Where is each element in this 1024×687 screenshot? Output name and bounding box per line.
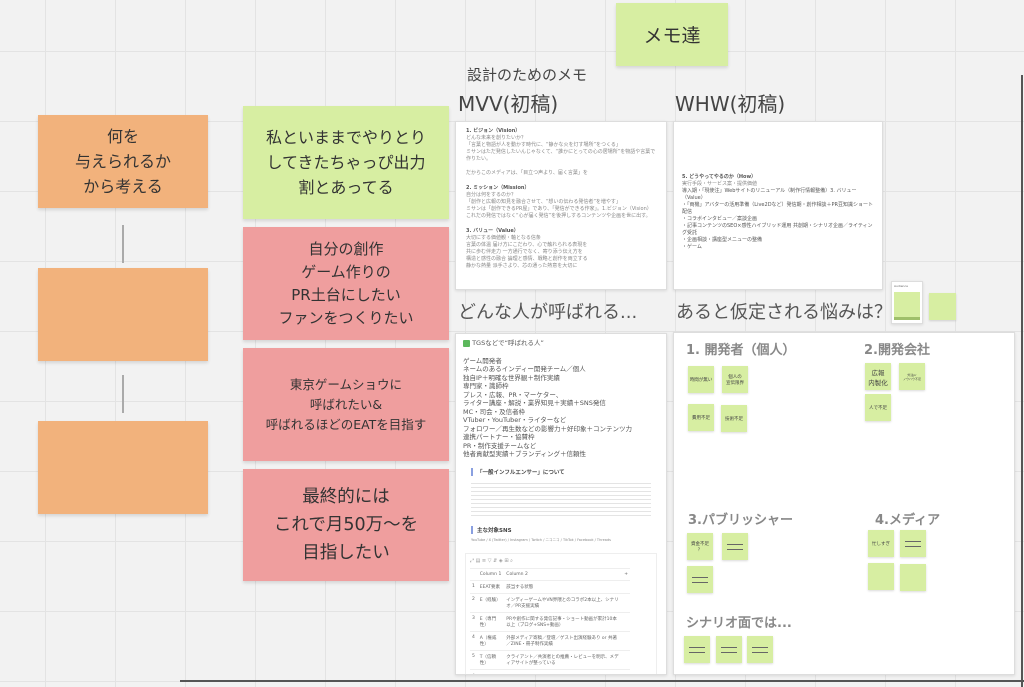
who-document-card[interactable]: TGSなどで“呼ばれる人” ゲーム開発者 ネームのあるインディー開発チーム／個人… (455, 333, 667, 675)
frame-border (180, 680, 1024, 682)
whw-label: WHW(初稿) (675, 92, 786, 116)
mvv-document-card[interactable]: 1. ビジョン（Vision）どんな未来を創りたいか？「言葉と物語が人を動かす時… (455, 121, 667, 290)
sticky-note[interactable] (687, 566, 713, 593)
sticky-note[interactable] (38, 268, 208, 361)
sticky-note[interactable] (900, 564, 926, 591)
sticky-note[interactable]: 外注pr ノウハウ不足 (899, 363, 925, 390)
sticky-note[interactable]: 資金不足 ？ (687, 533, 713, 560)
mvv-section: 2. ミッション（Mission）自分は何をするのか？「創作と広報の知見を融合さ… (466, 185, 652, 219)
sticky-note[interactable] (868, 563, 894, 590)
who-label: どんな人が呼ばれる... (458, 302, 638, 323)
mvv-label: MVV(初稿) (458, 92, 559, 116)
sticky-note[interactable] (722, 533, 748, 560)
sticky-note[interactable]: 東京ゲームショウに 呼ばれたい& 呼ばれるほどのEATを目指す (243, 348, 449, 461)
sticky-note[interactable]: 何を 与えられるか から考える (38, 115, 208, 208)
worry-label: あると仮定される悩みは？ (676, 302, 892, 323)
connector-line (122, 375, 124, 413)
sticky-note[interactable]: 技術不足 (721, 405, 747, 432)
sticky-note[interactable]: 最終的には これで月50万〜を 目指したい (243, 469, 449, 581)
sticky-note[interactable]: 広報 内製化 (865, 363, 891, 390)
sticky-note[interactable] (929, 293, 956, 320)
add-row-button[interactable]: + (470, 668, 478, 674)
sticky-note[interactable]: 時間が無い (688, 366, 714, 393)
design-memo-label: 設計のためのメモ (467, 66, 588, 84)
sticky-note[interactable]: 自分の創作 ゲーム作りの PR土台にしたい ファンをつくりたい (243, 227, 449, 340)
sticky-note[interactable] (747, 636, 773, 663)
audience-card[interactable]: Audience (891, 281, 923, 324)
mvv-section: 3. バリュー（Value）大切にする価値観・軸となる信条言葉の体温 届け方にこ… (466, 228, 588, 269)
sticky-note[interactable] (900, 530, 926, 557)
worry-frame[interactable]: 1. 開発者（個人） 時間が無い 個人の 宣伝限界 費用不足 技術不足 2.開発… (673, 332, 1015, 675)
sticky-note[interactable]: 費用不足 (688, 404, 714, 431)
sticky-note[interactable]: 私といままでやりとり してきたちゃっぴ出力 割とあってる (243, 106, 449, 219)
sticky-note[interactable] (684, 636, 710, 663)
sticky-note[interactable] (38, 421, 208, 514)
sticky-note[interactable]: 個人の 宣伝限界 (722, 366, 748, 393)
title-sticky[interactable]: メモ達 (616, 3, 728, 66)
whw-document-card[interactable]: 5. どうやってやるのか（How）実行手段・サービス案・提供価値導入期・「現使注… (673, 121, 883, 290)
mvv-section: 1. ビジョン（Vision）どんな未来を創りたいか？「言葉と物語が人を動かす時… (466, 128, 656, 176)
connector-line (122, 225, 124, 263)
sticky-note[interactable]: 人で不足 (865, 394, 891, 421)
sticky-note[interactable] (716, 636, 742, 663)
sticky-note[interactable]: 忙しすぎ (868, 530, 894, 557)
frame-border (1021, 75, 1023, 687)
